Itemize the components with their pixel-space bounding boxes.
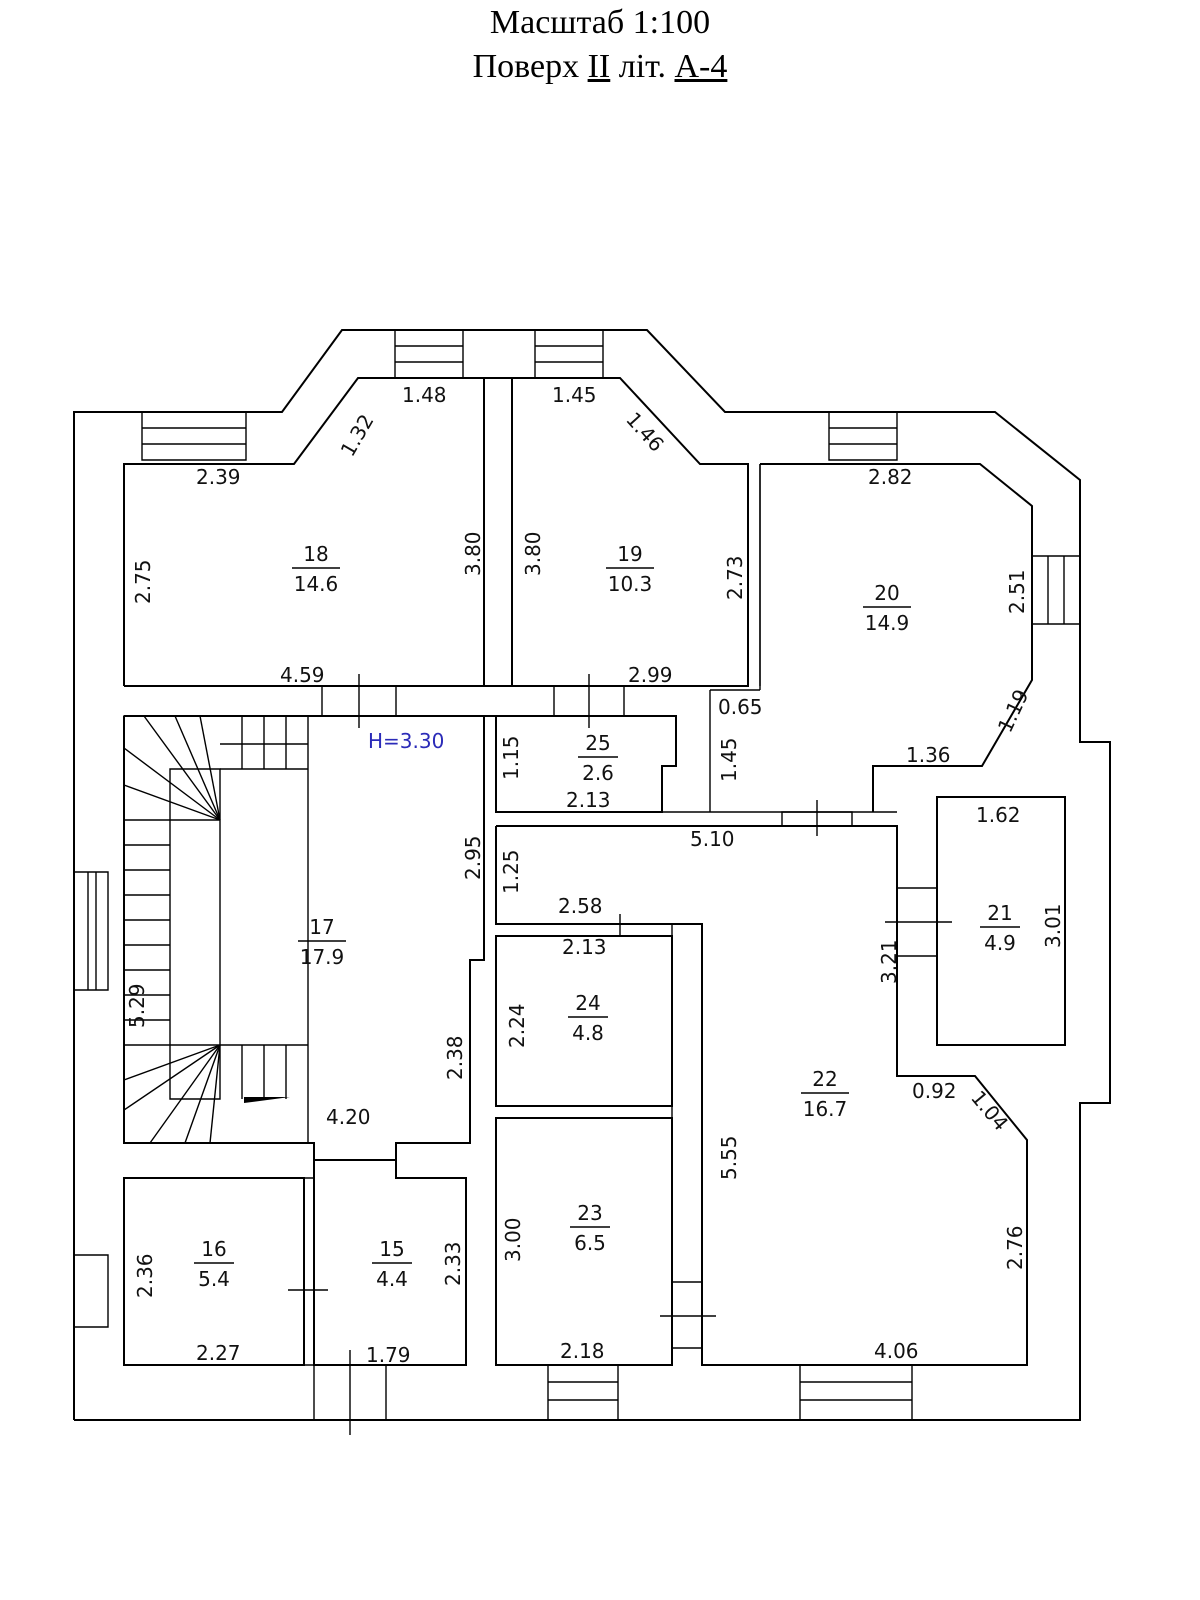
room-25-area: 2.6 xyxy=(582,761,614,785)
floor-word: Поверх xyxy=(472,48,580,85)
dim-3-21: 3.21 xyxy=(877,939,901,984)
dim-4-59: 4.59 xyxy=(280,663,325,687)
dim-5-29: 5.29 xyxy=(125,983,149,1028)
dim-3-80-a: 3.80 xyxy=(461,531,485,576)
window-east-1 xyxy=(1032,556,1080,624)
room-22-area: 16.7 xyxy=(803,1097,848,1121)
room-18-walls xyxy=(124,378,484,686)
room-23-number: 23 xyxy=(577,1201,602,1225)
room-17-area: 17.9 xyxy=(300,945,345,969)
dim-0-65: 0.65 xyxy=(718,695,763,719)
dim-1-48: 1.48 xyxy=(402,383,447,407)
dim-2-39: 2.39 xyxy=(196,465,241,489)
dim-2-38: 2.38 xyxy=(443,1035,467,1080)
room-24-number: 24 xyxy=(575,991,600,1015)
room-18-number: 18 xyxy=(303,542,328,566)
dim-2-73: 2.73 xyxy=(723,555,747,600)
dim-4-20: 4.20 xyxy=(326,1105,371,1129)
room-20-walls xyxy=(760,464,1032,812)
dim-2-18: 2.18 xyxy=(560,1339,605,1363)
door-16 xyxy=(304,1178,314,1365)
room-15-area: 4.4 xyxy=(376,1267,408,1291)
dim-2-24: 2.24 xyxy=(505,1003,529,1048)
room-15-number: 15 xyxy=(379,1237,404,1261)
room-18-area: 14.6 xyxy=(294,572,339,596)
floor-number: II xyxy=(587,48,611,85)
dim-1-04: 1.04 xyxy=(966,1086,1013,1136)
room-16-number: 16 xyxy=(201,1237,226,1261)
dim-1-36: 1.36 xyxy=(906,743,951,767)
door-23 xyxy=(672,1282,702,1348)
dim-2-13-a: 2.13 xyxy=(566,788,611,812)
dim-2-99: 2.99 xyxy=(628,663,673,687)
room-20-number: 20 xyxy=(874,581,899,605)
window-north-2 xyxy=(395,330,463,378)
dim-3-00: 3.00 xyxy=(501,1217,525,1262)
dim-2-51: 2.51 xyxy=(1005,569,1029,614)
dim-1-25: 1.25 xyxy=(499,849,523,894)
dim-2-27: 2.27 xyxy=(196,1341,241,1365)
room-24-area: 4.8 xyxy=(572,1021,604,1045)
scale-label: Масштаб 1:100 xyxy=(489,4,711,41)
dim-1-62: 1.62 xyxy=(976,803,1021,827)
dim-2-95: 2.95 xyxy=(461,835,485,880)
dim-2-13-b: 2.13 xyxy=(562,935,607,959)
dim-1-19: 1.19 xyxy=(993,686,1034,737)
room-16-area: 5.4 xyxy=(198,1267,230,1291)
window-south-1 xyxy=(548,1365,618,1420)
room-23-area: 6.5 xyxy=(574,1231,606,1255)
ceiling-height-label: Н=3.30 xyxy=(368,729,444,753)
window-north-1 xyxy=(142,412,246,460)
dim-1-45: 1.45 xyxy=(552,383,597,407)
dim-1-79: 1.79 xyxy=(366,1343,411,1367)
dim-0-92: 0.92 xyxy=(912,1079,957,1103)
staircase xyxy=(124,716,308,1143)
room-labels: 18 14.6 19 10.3 20 14.9 25 2.6 17 17.9 2… xyxy=(194,542,1020,1291)
dim-2-75: 2.75 xyxy=(131,559,155,604)
room-22-number: 22 xyxy=(812,1067,837,1091)
exterior-wall xyxy=(74,330,1110,1420)
dim-2-58: 2.58 xyxy=(558,894,603,918)
room-21-area: 4.9 xyxy=(984,931,1016,955)
dim-1-46: 1.46 xyxy=(621,407,669,456)
litera-word: літ. xyxy=(618,48,666,85)
floor-label: Поверх II літ. А-4 xyxy=(0,48,1200,86)
dim-4-06: 4.06 xyxy=(874,1339,919,1363)
dim-1-45-b: 1.45 xyxy=(717,737,741,782)
dim-2-36: 2.36 xyxy=(133,1253,157,1298)
dim-1-15: 1.15 xyxy=(499,735,523,780)
room-25-number: 25 xyxy=(585,731,610,755)
room-19-area: 10.3 xyxy=(608,572,653,596)
dim-2-33: 2.33 xyxy=(441,1241,465,1286)
dim-5-55: 5.55 xyxy=(717,1135,741,1180)
window-west-1 xyxy=(74,872,108,990)
dim-3-01: 3.01 xyxy=(1041,903,1065,948)
room-17-walls xyxy=(124,716,484,1160)
window-south-2 xyxy=(800,1365,912,1420)
window-north-4 xyxy=(829,412,897,460)
dimension-labels: 1.48 1.45 1.32 1.46 2.39 2.82 2.75 3.80 … xyxy=(125,383,1065,1367)
window-north-3 xyxy=(535,330,603,378)
room-17-number: 17 xyxy=(309,915,334,939)
window-west-2 xyxy=(74,1255,108,1327)
dim-1-32: 1.32 xyxy=(336,410,379,461)
dim-2-82: 2.82 xyxy=(868,465,913,489)
dim-3-80-b: 3.80 xyxy=(521,531,545,576)
litera-value: А-4 xyxy=(674,48,728,85)
room-15-walls xyxy=(314,1160,466,1365)
dim-5-10: 5.10 xyxy=(690,827,735,851)
room-20-area: 14.9 xyxy=(865,611,910,635)
dim-2-76: 2.76 xyxy=(1003,1225,1027,1270)
room-19-number: 19 xyxy=(617,542,642,566)
room-21-number: 21 xyxy=(987,901,1012,925)
